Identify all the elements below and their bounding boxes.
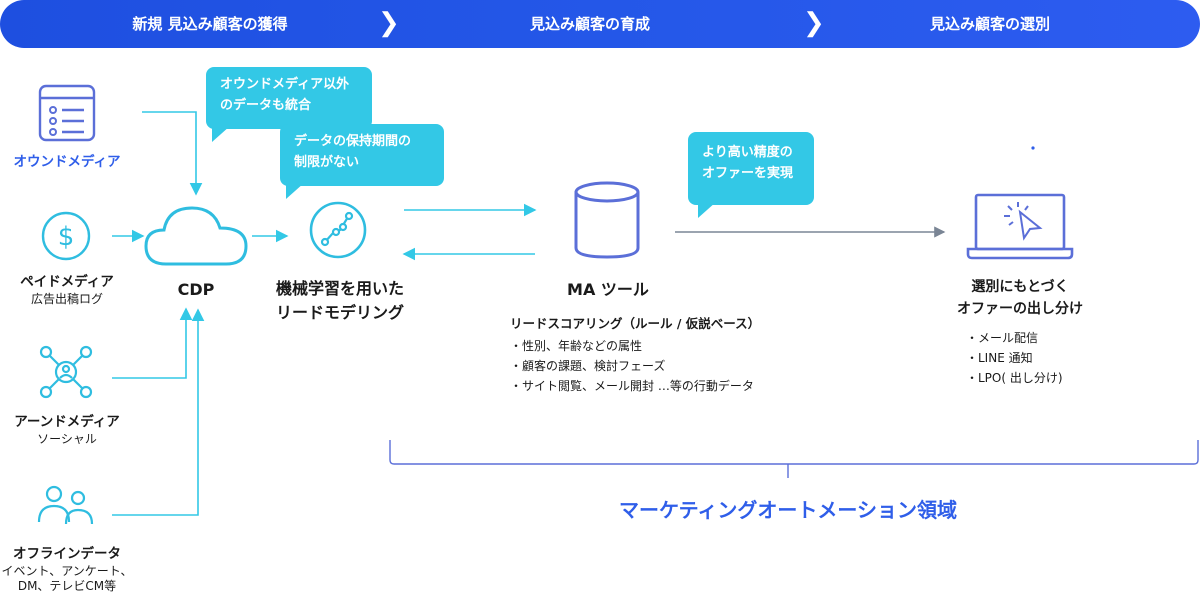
cloud-icon — [144, 206, 248, 266]
database-cylinder-icon — [574, 181, 640, 259]
speech-bubble-integration: オウンドメディア以外 のデータも統合 — [206, 67, 372, 129]
bubble-text: より高い精度の — [702, 145, 793, 160]
bubble-text: オファーを実現 — [702, 166, 794, 181]
ma-criteria-list: ・性別、年齢などの属性 ・顧客の課題、検討フェーズ ・サイト閲覧、メール開封 …… — [510, 336, 754, 396]
ml-lead-modeling-line2: リードモデリング — [275, 303, 404, 322]
network-person-icon — [39, 345, 93, 399]
dollar-coin-icon: $ — [41, 211, 91, 261]
cdp-label: CDP — [177, 280, 215, 299]
selection-offer-line1: 選別にもとづく — [971, 279, 1069, 295]
bubble-text: 制限がない — [294, 155, 360, 170]
list-item: ・性別、年齢などの属性 — [510, 339, 643, 353]
stage-acquisition-label: 新規 見込み顧客の獲得 — [132, 15, 288, 33]
list-item: ・顧客の課題、検討フェーズ — [510, 359, 666, 373]
stage-header-bar — [0, 0, 1200, 48]
chevron-right-icon: ❯ — [378, 8, 400, 38]
owned-media-label: オウンドメディア — [13, 154, 121, 170]
stage-selection-label: 見込み顧客の選別 — [929, 15, 1050, 33]
stage-nurturing-label: 見込み顧客の育成 — [529, 15, 650, 33]
bubble-text: データの保持期間の — [294, 134, 412, 149]
offline-data-label: オフラインデータ — [13, 546, 121, 562]
offline-data-sub-2: DM、テレビCM等 — [17, 579, 117, 593]
paid-media-label: ペイドメディア — [20, 274, 114, 290]
chevron-right-icon: ❯ — [803, 8, 825, 38]
speech-bubble-accuracy: より高い精度の オファーを実現 — [688, 132, 814, 205]
bubble-text: のデータも統合 — [220, 98, 312, 113]
list-document-icon — [38, 84, 96, 142]
paid-media-sub: 広告出稿ログ — [30, 292, 103, 306]
list-item: ・サイト閲覧、メール開封 …等の行動データ — [510, 379, 754, 393]
lead-scoring-label: リードスコアリング（ルール / 仮説ベース） — [510, 316, 761, 331]
list-item: ・LPO( 出し分け) — [966, 371, 1063, 385]
ma-region-label: マーケティングオートメーション領域 — [619, 498, 957, 522]
offline-data-sub-1: イベント、アンケート、 — [1, 564, 133, 578]
bubble-tail — [698, 202, 716, 218]
graph-nodes-icon — [309, 201, 367, 259]
bubble-tail — [286, 183, 304, 199]
list-item: ・LINE 通知 — [966, 351, 1033, 365]
svg-text:$: $ — [58, 222, 75, 252]
bubble-tail — [212, 126, 230, 142]
two-people-icon — [37, 485, 94, 525]
list-item: ・メール配信 — [966, 331, 1039, 345]
ml-lead-modeling-line1: 機械学習を用いた — [275, 279, 404, 298]
earned-media-sub: ソーシャル — [37, 432, 97, 446]
laptop-click-icon — [966, 193, 1074, 260]
selection-offer-line2: オファーの出し分け — [957, 301, 1083, 317]
ma-tool-label: MA ツール — [567, 280, 649, 299]
speech-bubble-retention: データの保持期間の 制限がない — [280, 124, 444, 186]
earned-media-label: アーンドメディア — [14, 414, 120, 430]
offer-channel-list: ・メール配信 ・LINE 通知 ・LPO( 出し分け) — [966, 328, 1063, 388]
bubble-text: オウンドメディア以外 — [220, 77, 350, 92]
